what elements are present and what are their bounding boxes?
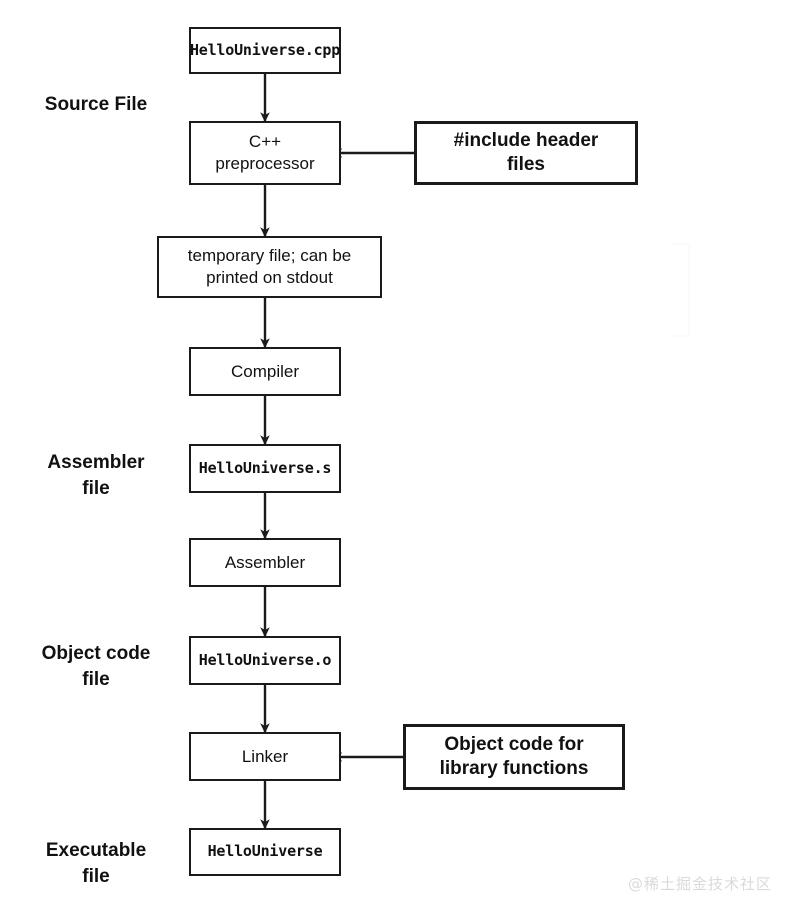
node-label-assembler: Assembler (224, 552, 306, 572)
node-assembly-file: HelloUniverse.s (189, 444, 341, 493)
node-label-compiler: Compiler (230, 361, 300, 381)
node-label-assembly-file: HelloUniverse.s (198, 458, 332, 477)
node-compiler: Compiler (189, 347, 341, 396)
node-preprocessor: C++preprocessor (189, 121, 341, 185)
node-executable: HelloUniverse (189, 828, 341, 876)
faint-watermark-artifact (672, 243, 690, 337)
watermark-text: @稀土掘金技术社区 (627, 875, 772, 893)
node-label-executable: HelloUniverse (207, 842, 323, 861)
node-label-object-file: HelloUniverse.o (198, 650, 332, 669)
node-object-file: HelloUniverse.o (189, 636, 341, 685)
node-source-cpp: HelloUniverse.cpp (189, 27, 341, 74)
node-label-source-cpp: HelloUniverse.cpp (189, 40, 341, 59)
node-label-preprocessor: C++preprocessor (215, 132, 315, 173)
node-assembler: Assembler (189, 538, 341, 587)
node-label-linker: Linker (241, 746, 289, 766)
stage-label-source-file: Source File (44, 94, 148, 115)
node-linker: Linker (189, 732, 341, 781)
